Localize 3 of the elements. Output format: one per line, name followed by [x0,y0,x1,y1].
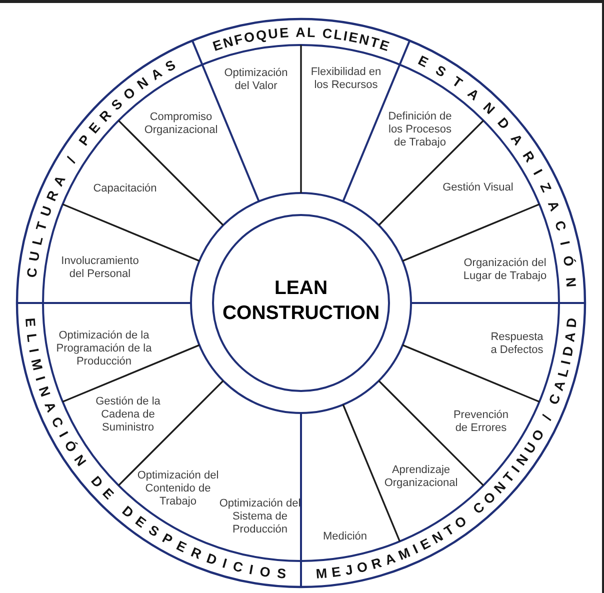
segment-label: Flexibilidad en los Recursos [304,66,388,92]
segment-label: Optimización del Valor [220,67,292,93]
center-title: LEAN CONSTRUCTION [221,276,381,326]
